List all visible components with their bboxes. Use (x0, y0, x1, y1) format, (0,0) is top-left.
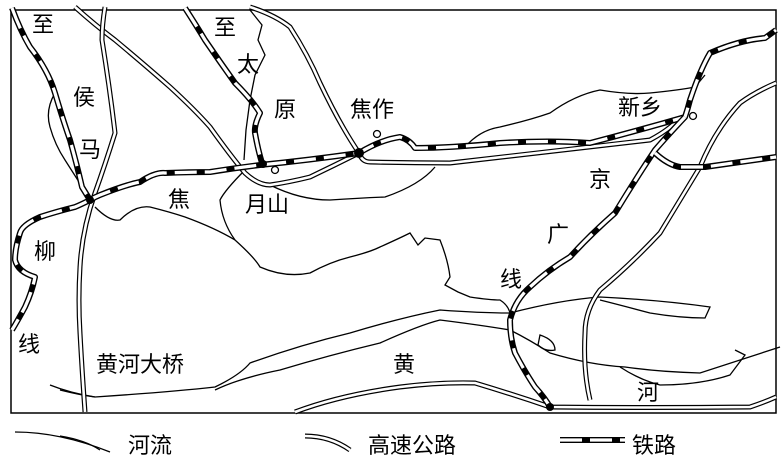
legend-river-label: 河流 (128, 434, 173, 459)
label-yuan: 原 (274, 98, 297, 123)
junction-houma (86, 196, 94, 204)
label-liu: 柳 (34, 240, 57, 265)
label-jiao: 焦 (168, 188, 191, 213)
legend-highway-label: 高速公路 (368, 434, 457, 459)
label-bridge: 黄河大桥 (96, 353, 185, 378)
label-xian-right: 线 (500, 268, 523, 293)
label-he: 河 (637, 381, 660, 406)
label-huang: 黄 (393, 353, 416, 378)
town-yueshan-icon (270, 165, 280, 175)
label-hou: 侯 (73, 86, 96, 111)
yellow-river-south-bank (214, 319, 781, 391)
railways (9, 6, 778, 409)
yellow-river-island (537, 334, 556, 352)
towns (270, 111, 698, 175)
river-north-boundary (464, 74, 706, 148)
junction-south (546, 403, 554, 411)
label-zhi-mid: 至 (214, 16, 237, 41)
town-xinxiang-icon (688, 111, 698, 121)
legend-railway-label: 铁路 (632, 434, 677, 459)
junction-jiaozuo (354, 148, 364, 158)
map-frame (10, 9, 777, 414)
yellow-river-north-bank (59, 296, 711, 398)
rivers (47, 9, 781, 398)
yellow-river-east (619, 349, 746, 386)
junction-yueshan (259, 160, 267, 168)
label-yueshan: 月山 (245, 193, 290, 218)
legend-symbols (14, 431, 625, 453)
river-jiaozuo-south (269, 166, 436, 201)
river-west-bottom (49, 384, 96, 398)
river-plain-boundary (94, 206, 511, 314)
highways (73, 4, 778, 415)
label-xinxiang: 新乡 (618, 96, 663, 121)
label-jing: 京 (589, 168, 612, 193)
junctions (86, 148, 554, 411)
label-tai: 太 (237, 53, 260, 78)
label-ma: 马 (79, 138, 102, 163)
label-guang: 广 (547, 223, 570, 248)
river-taihang (243, 9, 266, 161)
label-xian-left: 线 (18, 333, 41, 358)
town-jiaozuo-icon (372, 129, 382, 139)
label-zhi-left: 至 (32, 13, 55, 38)
river-jiaozuo-loop (219, 169, 246, 241)
legend-river-icon (14, 431, 111, 453)
label-jiaozuo: 焦作 (350, 98, 395, 123)
